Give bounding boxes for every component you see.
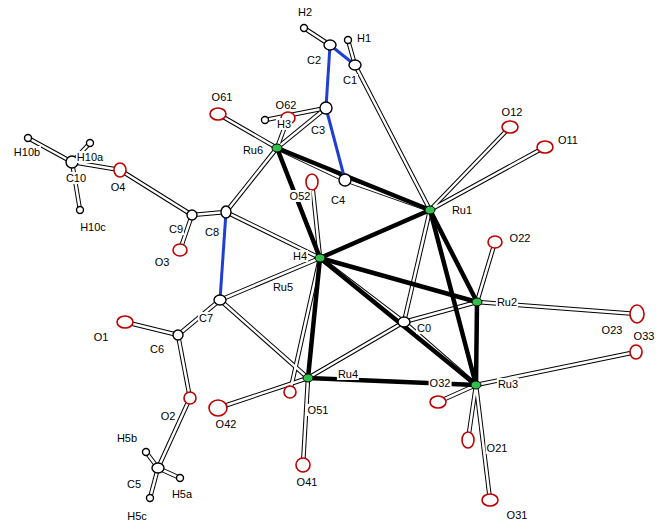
atom-label: O42 xyxy=(215,418,238,430)
atom-label: O22 xyxy=(509,232,532,244)
atom-label: C4 xyxy=(330,194,346,206)
atom-label: Ru5 xyxy=(272,281,294,293)
atom-label: C6 xyxy=(149,343,165,355)
atom-label: C8 xyxy=(204,226,220,238)
atom-label: H5a xyxy=(171,488,193,500)
atom-label: O51 xyxy=(307,404,330,416)
atom-label: Ru6 xyxy=(242,144,264,156)
atom-label: Ru1 xyxy=(451,204,473,216)
atom-label: H10a xyxy=(76,151,104,163)
atom-label: O1 xyxy=(93,331,110,343)
atom-label: C0 xyxy=(416,322,432,334)
atom-label: C10 xyxy=(65,172,87,184)
atom-label: C2 xyxy=(306,54,322,66)
atom-label: O3 xyxy=(154,256,171,268)
atom-label: O31 xyxy=(506,509,529,521)
atom-label: O62 xyxy=(275,99,298,111)
atom-label: C7 xyxy=(198,312,214,324)
atom-label: H3 xyxy=(276,118,292,130)
atom-label: C1 xyxy=(342,74,358,86)
atom-label: H10b xyxy=(13,146,41,158)
atom-label: C9 xyxy=(168,223,184,235)
atom-label: O23 xyxy=(601,324,624,336)
atom-label: Ru3 xyxy=(497,378,519,390)
atom-label: Ru4 xyxy=(337,368,359,380)
atom-label: O32 xyxy=(429,377,452,389)
atom-label: O11 xyxy=(557,134,579,146)
atom-label: O4 xyxy=(110,181,127,193)
atom-label: H5b xyxy=(116,432,138,444)
atom-label: Ru2 xyxy=(496,296,518,308)
atom-label: H1 xyxy=(356,32,372,44)
atom-label: O52 xyxy=(289,190,312,202)
atom-label: O33 xyxy=(633,330,656,342)
atom-label: O21 xyxy=(486,442,509,454)
atom-label: H4 xyxy=(292,250,308,262)
atom-label: C5 xyxy=(126,478,142,490)
atom-label: H10c xyxy=(79,221,107,233)
atom-label: O12 xyxy=(501,106,524,118)
atom-label: C3 xyxy=(310,124,326,136)
atom-label: O41 xyxy=(296,476,319,488)
atom-label: O61 xyxy=(211,91,234,103)
atom-label: H5c xyxy=(126,510,148,522)
atom-label: H2 xyxy=(297,6,313,18)
atom-label: O2 xyxy=(160,410,177,422)
